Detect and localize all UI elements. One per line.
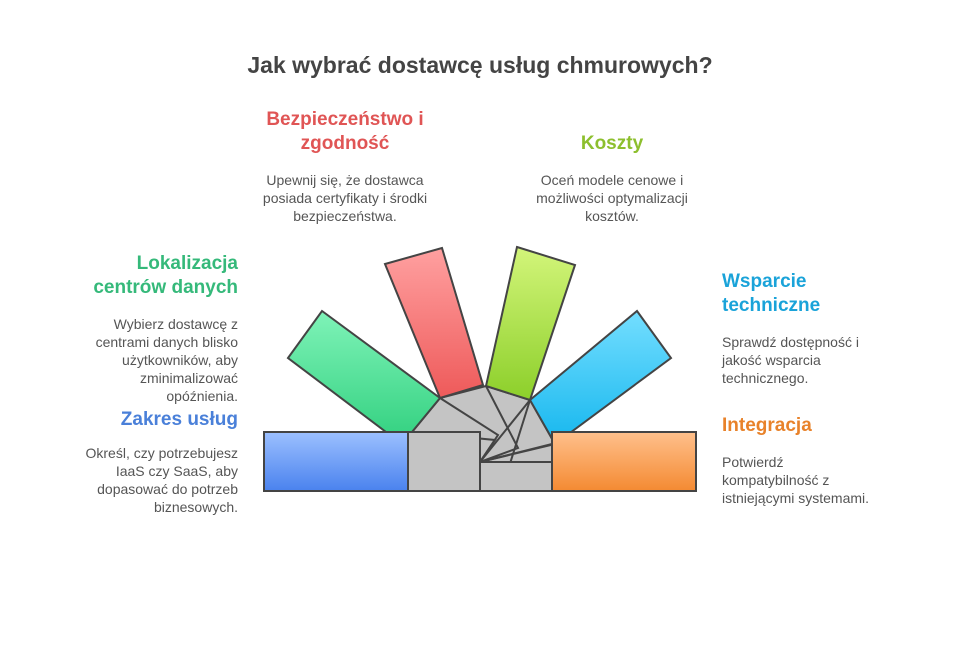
scope-heading: Zakres usług [120, 409, 238, 430]
bar-middle-right [479, 461, 553, 492]
integration-description: Potwierdź kompatybilność z istniejącymi … [722, 454, 870, 506]
blade-integration [551, 431, 697, 492]
scope-description: Określ, czy potrzebujesz IaaS czy SaaS, … [85, 445, 239, 515]
blade-security [383, 246, 485, 400]
blade-location [286, 309, 442, 433]
support-heading: Wsparcie techniczne [722, 271, 821, 316]
bar-middle-left [407, 431, 481, 492]
location-heading: Lokalizacja centrów danych [93, 253, 238, 298]
security-description: Upewnij się, że dostawca posiada certyfi… [262, 172, 428, 224]
costs-heading: Koszty [580, 133, 644, 154]
support-description: Sprawdź dostępność i jakość wsparcia tec… [722, 334, 859, 386]
costs-description: Oceń modele cenowe i możliwości optymali… [536, 172, 688, 224]
hub-fold-line [479, 443, 553, 463]
integration-heading: Integracja [722, 415, 812, 436]
security-heading: Bezpieczeństwo i zgodność [266, 109, 424, 154]
diagram-title: Jak wybrać dostawcę usług chmurowych? [247, 52, 713, 78]
blade-scope [263, 431, 409, 492]
location-description: Wybierz dostawcę z centrami danych blisk… [95, 316, 238, 404]
